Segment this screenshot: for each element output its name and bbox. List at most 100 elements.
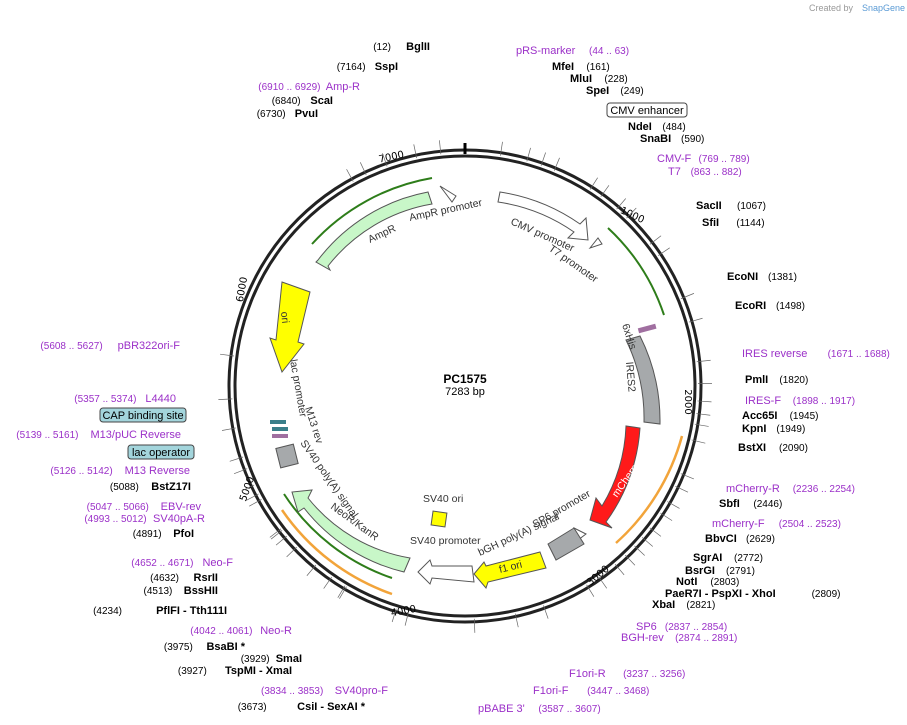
leader-line	[616, 198, 627, 210]
primer-neo-r[interactable]: Neo-R(4042 .. 4061)	[190, 625, 292, 637]
primer-name: SV40pro-F	[335, 685, 388, 697]
primer-ires-f[interactable]: IRES-F(1898 .. 1917)	[745, 395, 855, 407]
leader-line	[586, 584, 595, 597]
primer-bgh-rev[interactable]: BGH-rev(2874 .. 2891)	[621, 632, 737, 644]
enzyme-xbai[interactable]: XbaI(2821)	[652, 599, 715, 611]
enzyme-econi[interactable]: EcoNI(1381)	[727, 271, 797, 283]
enzyme-bstz17i[interactable]: BstZ17I(5088)	[110, 481, 191, 493]
primer-range: (5139 .. 5161)	[16, 430, 78, 441]
enzyme-sacii[interactable]: SacII(1067)	[696, 200, 766, 212]
primer-f1ori-f[interactable]: F1ori-F(3447 .. 3468)	[533, 685, 649, 697]
cap-site-box	[99, 407, 187, 423]
enzyme-position: (12)	[373, 42, 391, 53]
primer-m13-puc-reverse[interactable]: M13/pUC Reverse(5139 .. 5161)	[16, 429, 181, 441]
enzyme-position: (4632)	[150, 573, 179, 584]
enzyme-bsshii[interactable]: BssHII(4513)	[143, 585, 218, 597]
enzyme-mlui[interactable]: MluI(228)	[570, 73, 628, 85]
primer-sv40pa-r[interactable]: SV40pA-R(4993 .. 5012)	[84, 513, 205, 525]
primer-sp6[interactable]: SP6(2837 .. 2854)	[636, 621, 727, 633]
ori-arrow	[269, 281, 311, 374]
enzyme-smai[interactable]: SmaI(3929)	[241, 653, 302, 665]
enzyme-bstxi[interactable]: BstXI(2090)	[738, 442, 808, 454]
leader-line	[641, 537, 654, 547]
primer-amp-r[interactable]: Amp-R(6910 .. 6929)	[258, 81, 360, 93]
leader-line	[543, 605, 549, 619]
enzyme-ecori[interactable]: EcoRI (1498)	[735, 300, 805, 312]
enzyme-spei[interactable]: SpeI(249)	[586, 85, 644, 97]
enzyme-rsrii[interactable]: RsrII(4632)	[150, 572, 218, 584]
enzyme-sfii[interactable]: SfiI(1144)	[702, 217, 765, 229]
primer-m13-reverse[interactable]: M13 Reverse(5126 .. 5142)	[50, 465, 190, 477]
primer-cmv-f[interactable]: CMV-F(769 .. 789)	[657, 153, 750, 165]
enzyme-tspmi[interactable]: TspMI - XmaI(3927)	[178, 665, 292, 677]
enzyme-name: BsrGI	[685, 565, 715, 577]
leader-line	[660, 512, 673, 521]
enzyme-position: (2821)	[686, 600, 715, 611]
enzyme-position: (1381)	[768, 272, 797, 283]
enzyme-noti[interactable]: NotI(2803)	[676, 576, 739, 588]
primer-l4440[interactable]: L4440(5357 .. 5374)	[74, 393, 176, 405]
enzyme-paer7i[interactable]: PaeR7I - PspXI - XhoI(2809)	[665, 588, 841, 600]
enzyme-name: PfoI	[173, 528, 194, 540]
primer-name: Amp-R	[326, 81, 360, 93]
enzyme-sspi[interactable]: SspI(7164)	[337, 61, 398, 73]
enzyme-snabi[interactable]: SnaBI(590)	[640, 133, 704, 145]
leader-line	[220, 353, 234, 357]
snapgene-brand: SnapGene	[862, 3, 905, 13]
label-leaders	[218, 140, 712, 633]
primer-name: pBABE 3'	[478, 703, 525, 715]
leader-line	[657, 247, 670, 256]
primer-prs-marker[interactable]: pRS-marker(44 .. 63)	[516, 45, 629, 57]
primer-name: mCherry-R	[726, 483, 780, 495]
primer-pbr322ori-f[interactable]: pBR322ori-F(5608 .. 5627)	[40, 340, 180, 352]
cmv-promoter-arrow	[497, 191, 589, 241]
primer-mcherry-f[interactable]: mCherry-F(2504 .. 2523)	[712, 518, 841, 530]
enzyme-sgrai[interactable]: SgrAI(2772)	[693, 552, 763, 564]
enzyme-name: BglII	[406, 41, 430, 53]
enzyme-bglii[interactable]: BglII (12)	[373, 41, 430, 53]
enzyme-position: (1820)	[779, 375, 808, 386]
leader-line	[649, 235, 662, 245]
neo-orange-arc	[280, 509, 393, 596]
enzyme-acc65i[interactable]: Acc65I(1945)	[742, 410, 819, 422]
primer-range: (3834 .. 3853)	[261, 686, 323, 697]
leader-line	[306, 564, 317, 576]
primer-sv40pro-f[interactable]: SV40pro-F (3834 .. 3853)	[261, 685, 388, 697]
primer-range: (2236 .. 2254)	[793, 484, 855, 495]
enzyme-pfoi[interactable]: PfoI(4891)	[133, 528, 194, 540]
enzyme-kpni[interactable]: KpnI(1949)	[742, 423, 805, 435]
primer-ebv-rev[interactable]: EBV-rev(5047 .. 5066)	[87, 501, 202, 513]
enzyme-name: EcoRI	[735, 300, 766, 312]
enzyme-ndei[interactable]: NdeI(484)	[628, 121, 686, 133]
primer-t7[interactable]: T7(863 .. 882)	[668, 166, 742, 178]
leader-line	[275, 535, 288, 546]
primer-ires-reverse[interactable]: IRES reverse(1671 .. 1688)	[742, 348, 890, 360]
enzyme-name: PaeR7I - PspXI - XhoI	[665, 588, 776, 600]
enzyme-pflfi[interactable]: PflFI - Tth111I(4234)	[93, 605, 227, 617]
enzyme-bsabi[interactable]: BsaBI *(3975)	[164, 641, 246, 653]
primer-neo-f[interactable]: Neo-F(4652 .. 4671)	[131, 557, 233, 569]
primer-mcherry-r[interactable]: mCherry-R (2236 .. 2254)	[726, 483, 855, 495]
leader-line	[233, 468, 248, 474]
enzyme-position: (7164)	[337, 62, 366, 73]
primer-pbabe-3-[interactable]: pBABE 3'(3587 .. 3607)	[478, 703, 601, 715]
primer-name: L4440	[145, 393, 176, 405]
enzyme-bsrgi[interactable]: BsrGI(2791)	[685, 565, 755, 577]
enzyme-position: (1498)	[776, 301, 805, 312]
enzyme-name: MluI	[570, 73, 592, 85]
enzyme-name: ScaI	[310, 95, 333, 107]
enzyme-pvui[interactable]: PvuI(6730)	[257, 108, 318, 120]
enzyme-mfei[interactable]: MfeI(161)	[552, 61, 610, 73]
ires2-label: IRES2	[623, 361, 638, 392]
enzyme-bbvci[interactable]: BbvCI(2629)	[705, 533, 775, 545]
leader-line	[339, 586, 347, 599]
enzyme-pmli[interactable]: PmlI(1820)	[745, 374, 808, 386]
enzyme-csii[interactable]: CsiI - SexAI *(3673)	[238, 701, 366, 713]
ampr-green-arc	[311, 177, 433, 245]
primer-name: IRES reverse	[742, 348, 807, 360]
enzyme-scai[interactable]: ScaI(6840)	[272, 95, 333, 107]
enzyme-sbfi[interactable]: SbfI(2446)	[719, 498, 782, 510]
primer-range: (2874 .. 2891)	[675, 633, 737, 644]
primer-f1ori-r[interactable]: F1ori-R(3237 .. 3256)	[569, 668, 685, 680]
primer-range: (4042 .. 4061)	[190, 626, 252, 637]
